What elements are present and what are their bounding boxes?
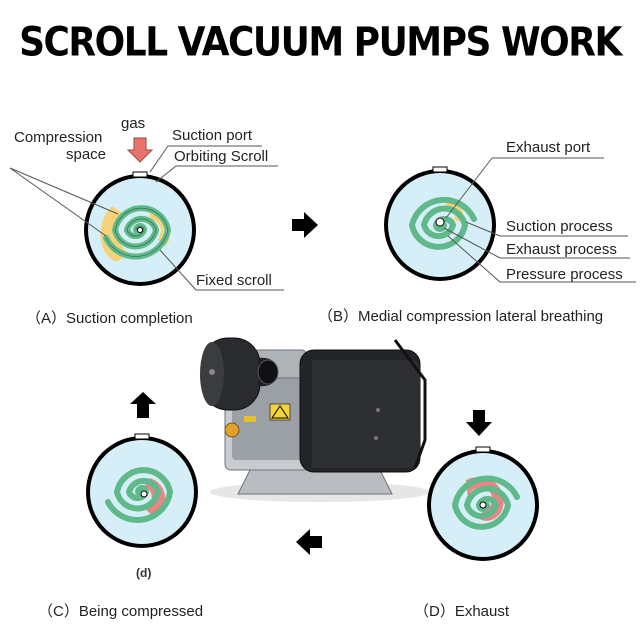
label-fixed-scroll: Fixed scroll [196, 272, 272, 289]
label-orbiting-scroll: Orbiting Scroll [174, 148, 269, 165]
scroll-pump-image [200, 337, 430, 502]
spiral-scroll-c [105, 467, 174, 523]
scroll-diagram-c [86, 433, 198, 548]
suction-port-a [132, 171, 148, 178]
exhaust-port-b [432, 166, 448, 173]
flow-arrow-up-icon [130, 392, 156, 418]
page-title: SCROLL VACUUM PUMPS WORK [19, 19, 622, 66]
label-exhaust-port: Exhaust port [506, 139, 591, 156]
label-pressure-process: Pressure process [506, 266, 623, 283]
label-sub-d: (d) [136, 566, 152, 580]
caption-c: （C）Being compressed [38, 603, 204, 620]
flow-arrow-left-icon [296, 529, 322, 555]
flow-arrow-down-icon [466, 410, 492, 436]
label-suction-port: Suction port [172, 127, 253, 144]
label-gas: gas [121, 115, 146, 132]
label-compression-space-line1: Compression [14, 129, 103, 146]
suction-port-c [134, 433, 150, 440]
spiral-scroll-d [451, 475, 520, 530]
label-suction-process: Suction process [506, 218, 613, 235]
exhaust-port-d [475, 446, 491, 453]
pump-base [237, 469, 393, 495]
scroll-diagram-a [9, 137, 284, 291]
leader-lines-b [443, 157, 636, 283]
label-exhaust-process: Exhaust process [506, 241, 617, 258]
caption-d: （D）Exhaust [414, 603, 510, 620]
caption-a: （A）Suction completion [26, 310, 193, 327]
scroll-diagram-b [384, 157, 636, 283]
flow-arrow-right-icon [292, 212, 318, 238]
gas-inlet-arrow-icon [126, 137, 154, 163]
leader-lines-a [9, 145, 284, 291]
caption-b: （B）Medial compression lateral breathing [318, 308, 604, 325]
scroll-diagram-d [427, 446, 539, 561]
label-compression-space-line2: space [66, 146, 107, 163]
